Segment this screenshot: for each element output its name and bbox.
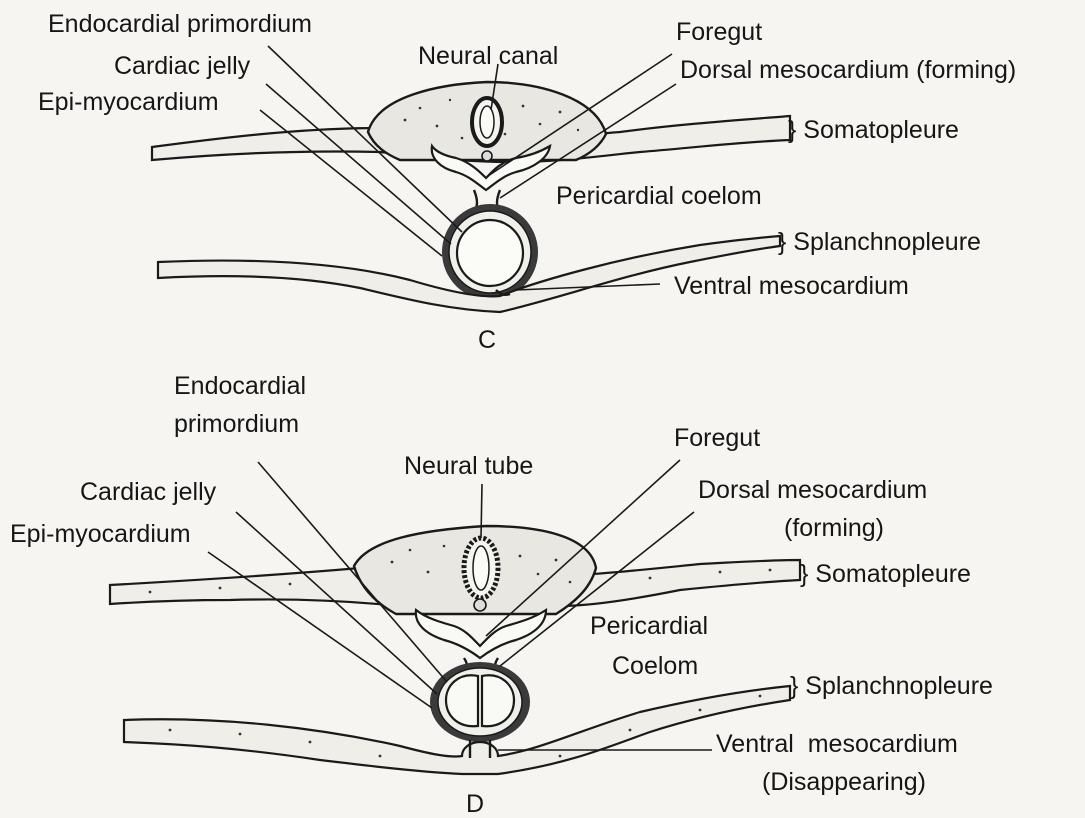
label-cardiac-jelly-c: Cardiac jelly [114, 52, 251, 80]
label-neural-tube-d: Neural tube [404, 452, 533, 480]
label-epi-myocardium-d: Epi-myocardium [10, 520, 191, 548]
notochord-d [474, 599, 486, 611]
foregut-d [416, 610, 546, 658]
endocardium-c [457, 220, 523, 286]
label-pericardial-coelom-d-line2: Coelom [612, 652, 698, 680]
label-cardiac-jelly-d: Cardiac jelly [80, 478, 217, 506]
label-neural-canal-c: Neural canal [418, 42, 558, 70]
label-endocardial-primordium-d-line1: Endocardial [174, 372, 306, 400]
label-ventral-mesocardium-d-line1: Ventral mesocardium [716, 730, 958, 758]
label-endocardial-primordium-d-line2: primordium [174, 410, 299, 438]
label-splanchnopleure-c: } Splanchnopleure [778, 228, 981, 256]
label-dorsal-mesocardium-d-line1: Dorsal mesocardium [698, 476, 927, 504]
panel-d [110, 526, 800, 774]
label-pericardial-coelom-d-line1: Pericardial [590, 612, 708, 640]
label-pericardial-coelom-c: Pericardial coelom [556, 182, 762, 210]
label-somatopleure-d: } Somatopleure [800, 560, 971, 588]
panel-letter-d: D [466, 790, 484, 818]
label-dorsal-mesocardium-d-line2: (forming) [784, 514, 884, 542]
label-endocardial-primordium-c: Endocardial primordium [48, 10, 312, 38]
label-splanchnopleure-d: } Splanchnopleure [790, 672, 993, 700]
label-somatopleure-c: } Somatopleure [788, 116, 959, 144]
label-foregut-d: Foregut [674, 424, 760, 452]
label-dorsal-mesocardium-c: Dorsal mesocardium (forming) [680, 56, 1016, 84]
label-foregut-c: Foregut [676, 18, 762, 46]
panel-letter-c: C [478, 326, 496, 354]
label-ventral-mesocardium-d-line2: (Disappearing) [762, 768, 926, 796]
notochord-c [482, 151, 492, 161]
label-epi-myocardium-c: Epi-myocardium [38, 88, 219, 116]
label-ventral-mesocardium-c: Ventral mesocardium [674, 272, 909, 300]
